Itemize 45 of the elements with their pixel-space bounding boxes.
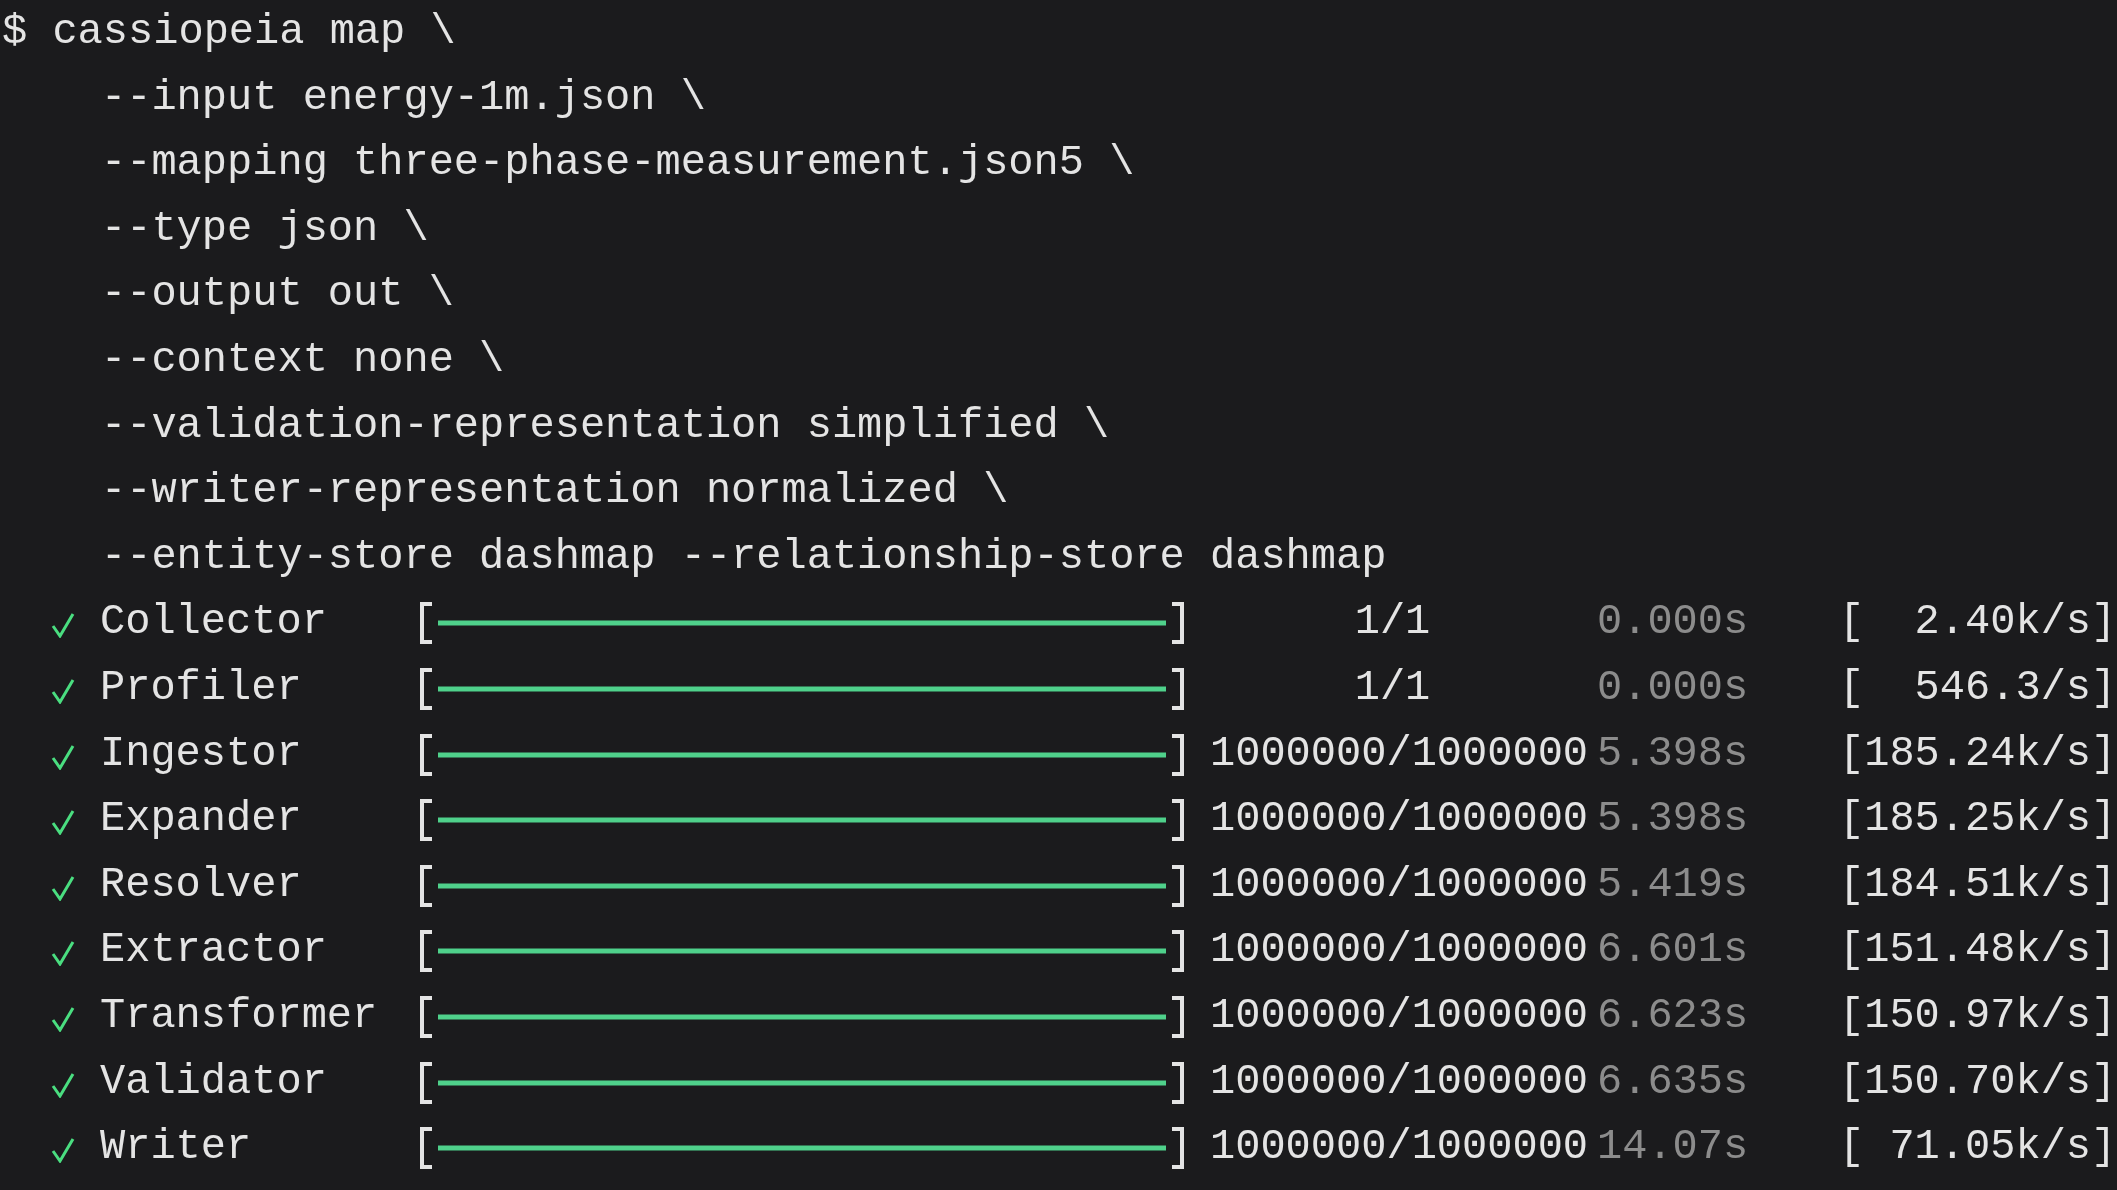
elapsed-time: 14.07s [1597, 1122, 1749, 1174]
stage-name: Collector [100, 597, 327, 649]
throughput-rate: [185.24k/s] [1839, 728, 2117, 780]
record-count: 1/1 [1354, 663, 1431, 712]
throughput-rate: [ 546.3/s] [1839, 662, 2117, 714]
command-line: --type json \ [101, 204, 429, 253]
throughput-rate: [184.51k/s] [1839, 859, 2117, 911]
command-line: --validation-representation simplified \ [101, 401, 1110, 450]
command-line: --mapping three-phase-measurement.json5 \ [101, 139, 1135, 188]
elapsed-time: 5.419s [1597, 859, 1749, 911]
stage-name: Expander [100, 794, 302, 846]
elapsed-time: 0.000s [1597, 662, 1749, 714]
record-count: 1000000/1000000 [1210, 1057, 1589, 1106]
throughput-rate: [ 71.05k/s] [1839, 1122, 2117, 1174]
command-line: --entity-store dashmap --relationship-store dashmap [101, 532, 1387, 581]
command-line: --input energy-1m.json \ [101, 73, 706, 122]
stage-name: Resolver [100, 859, 302, 911]
record-count: 1000000/1000000 [1210, 991, 1589, 1040]
elapsed-time: 6.601s [1597, 925, 1749, 977]
throughput-rate: [151.48k/s] [1839, 925, 2117, 977]
record-count: 1000000/1000000 [1210, 729, 1589, 778]
record-count: 1/1 [1354, 598, 1431, 647]
elapsed-time: 6.623s [1597, 990, 1749, 1042]
stage-name: Validator [100, 1056, 327, 1108]
stage-name: Profiler [100, 662, 302, 714]
stage-name: Transformer [100, 990, 378, 1042]
stage-name: Ingestor [100, 728, 302, 780]
elapsed-time: 5.398s [1597, 728, 1749, 780]
record-count: 1000000/1000000 [1210, 795, 1589, 844]
record-count: 1000000/1000000 [1210, 926, 1589, 975]
command-line: --output out \ [101, 270, 454, 319]
throughput-rate: [150.97k/s] [1839, 990, 2117, 1042]
command-line: --context none \ [101, 335, 505, 384]
throughput-rate: [150.70k/s] [1839, 1056, 2117, 1108]
record-count: 1000000/1000000 [1210, 1123, 1589, 1172]
stage-name: Extractor [100, 925, 327, 977]
throughput-rate: [ 2.40k/s] [1839, 597, 2117, 649]
elapsed-time: 5.398s [1597, 794, 1749, 846]
command-line: --writer-representation normalized \ [101, 467, 1009, 516]
elapsed-time: 0.000s [1597, 597, 1749, 649]
command-line: $ cassiopeia map \ [2, 8, 456, 56]
record-count: 1000000/1000000 [1210, 860, 1589, 909]
elapsed-time: 6.635s [1597, 1056, 1749, 1108]
throughput-rate: [185.25k/s] [1839, 794, 2117, 846]
stage-name: Writer [100, 1122, 252, 1174]
